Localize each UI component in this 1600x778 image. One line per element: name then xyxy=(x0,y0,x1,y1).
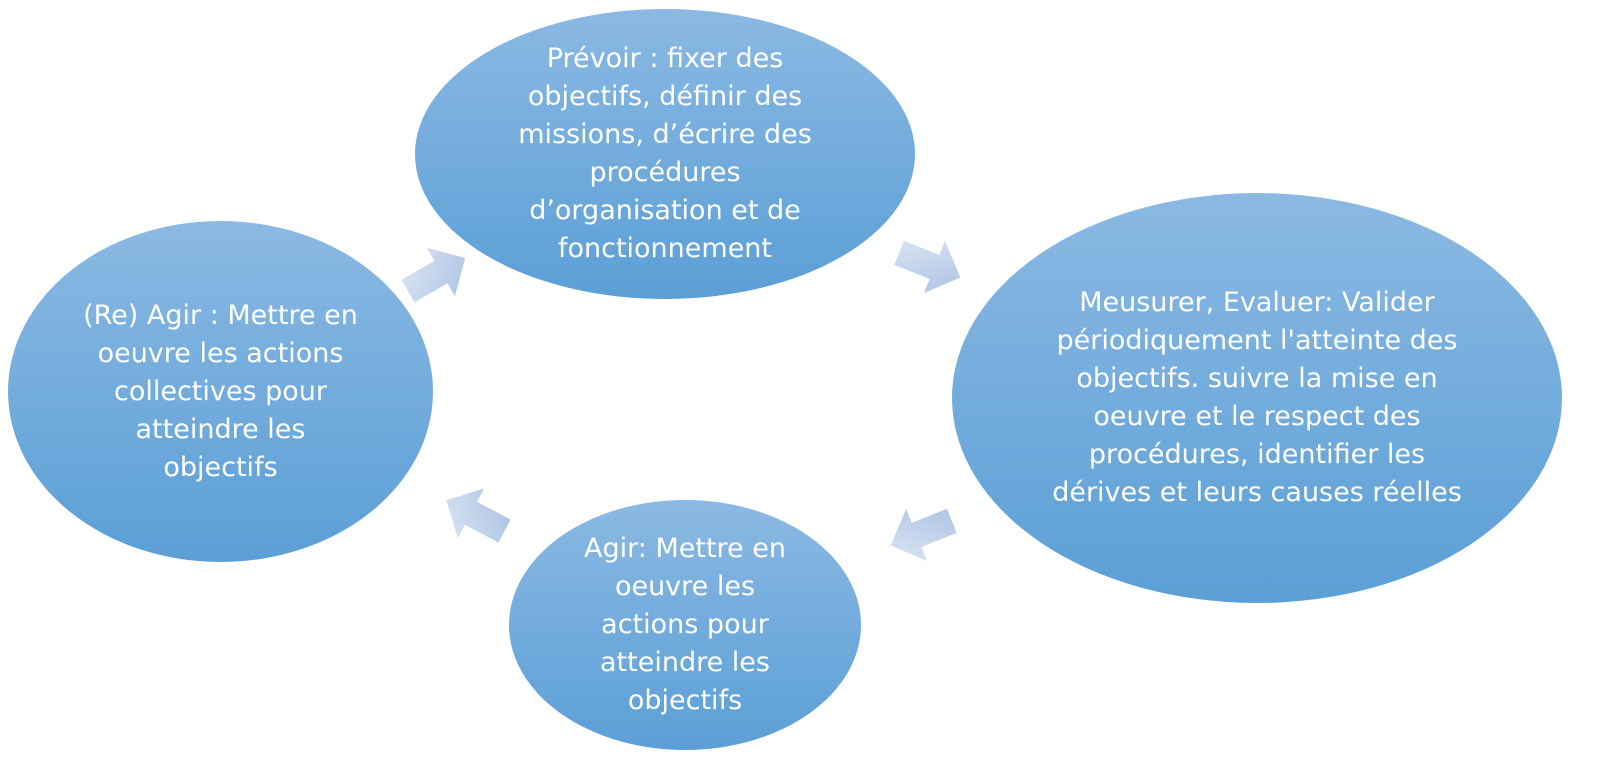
arrow-act-to-react xyxy=(446,488,511,543)
node-act: Agir: Mettre en oeuvre les actions pour … xyxy=(509,500,861,750)
node-react-label: (Re) Agir : Mettre en oeuvre les actions… xyxy=(83,299,358,483)
arrow-measure-to-act xyxy=(890,508,957,561)
node-plan-label: Prévoir : fixer des objectifs, définir d… xyxy=(518,43,812,264)
arrow-react-to-plan xyxy=(401,247,466,303)
node-act-label: Agir: Mettre en oeuvre les actions pour … xyxy=(584,533,786,716)
node-plan: Prévoir : fixer des objectifs, définir d… xyxy=(415,9,915,299)
arrow-plan-to-measure xyxy=(894,240,961,293)
node-react: (Re) Agir : Mettre en oeuvre les actions… xyxy=(8,221,433,562)
node-measure-evaluate: Meusurer, Evaluer: Valider périodiquemen… xyxy=(952,193,1562,603)
node-measure-evaluate-label: Meusurer, Evaluer: Valider périodiquemen… xyxy=(1052,287,1462,508)
